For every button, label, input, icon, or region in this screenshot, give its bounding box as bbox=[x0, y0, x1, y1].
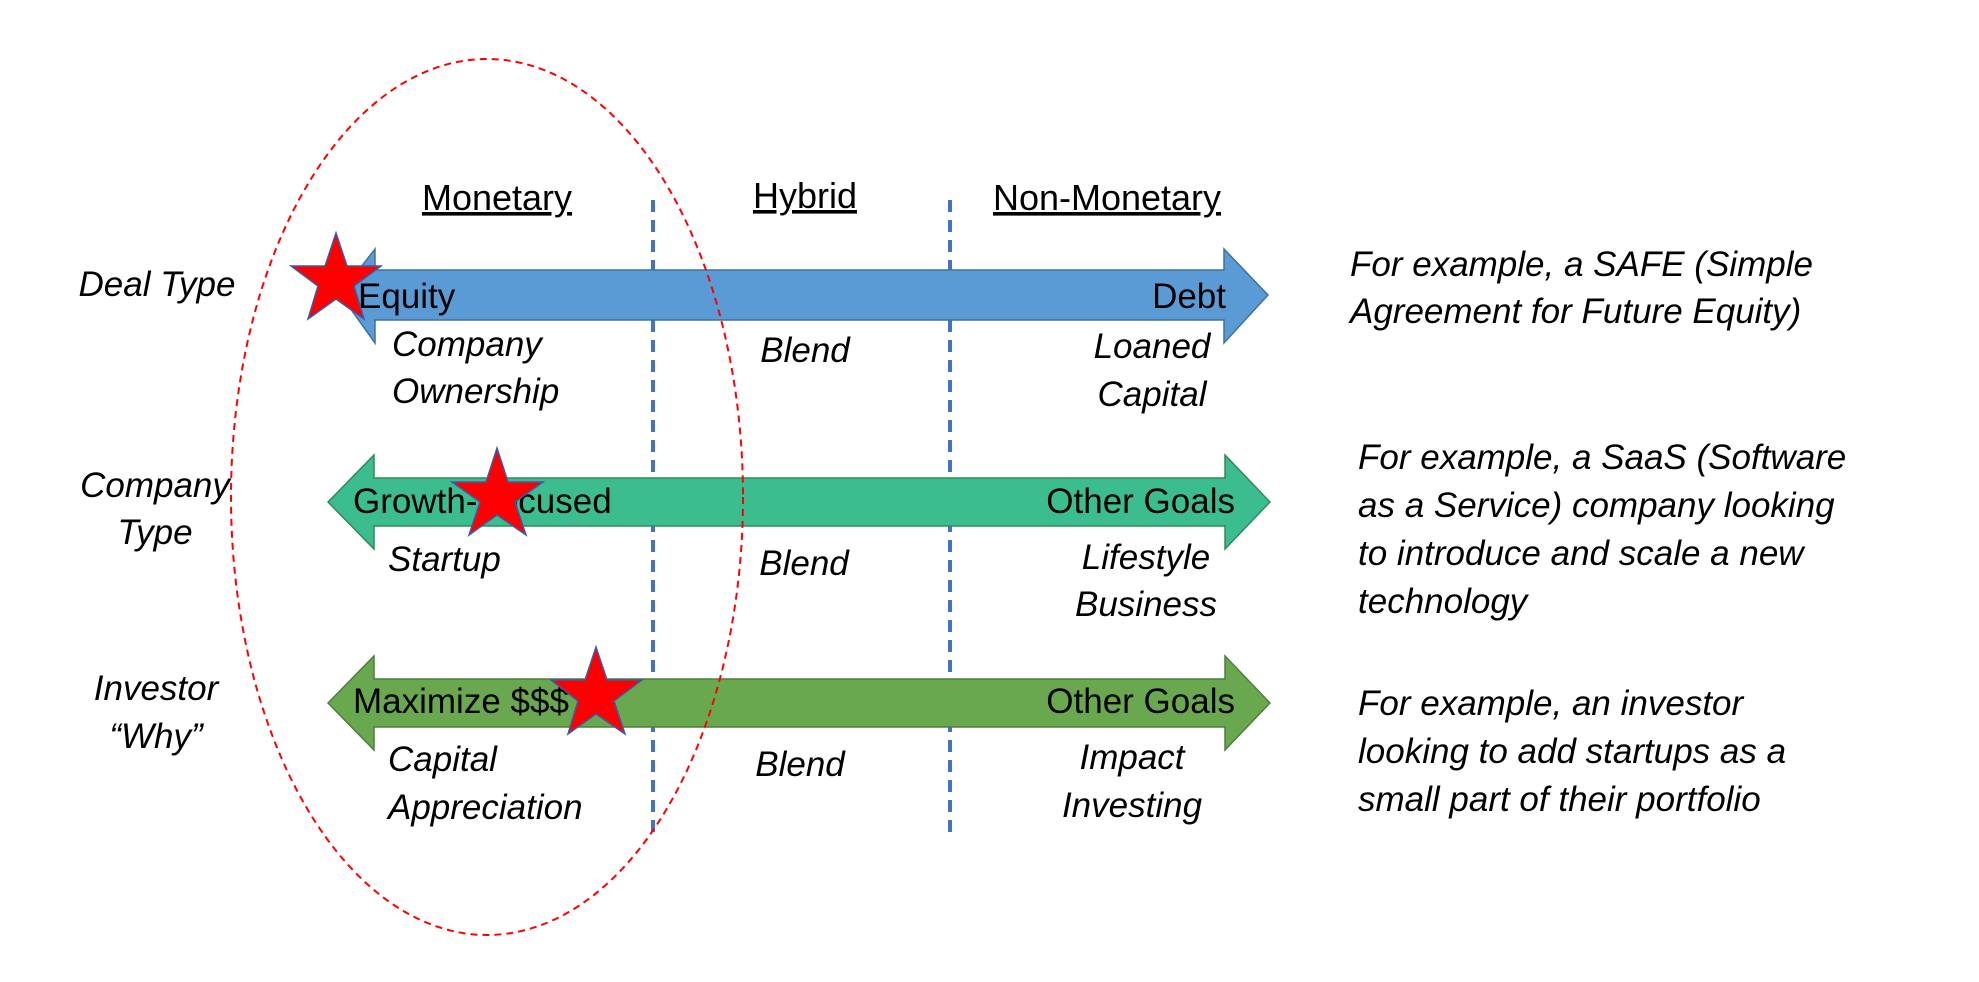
deal-type-left-desc-1: Company bbox=[392, 325, 544, 364]
investor-why-right-desc-2: Investing bbox=[1062, 786, 1203, 825]
company-type-right-label: Other Goals bbox=[1046, 482, 1235, 521]
deal-type-label: Deal Type bbox=[79, 265, 236, 304]
company-type-example-1: For example, a SaaS (Software bbox=[1358, 438, 1846, 477]
deal-type-right-desc-2: Capital bbox=[1098, 375, 1208, 414]
deal-type-left-desc-2: Ownership bbox=[392, 372, 559, 411]
deal-type-right-label: Debt bbox=[1152, 277, 1226, 316]
company-type-example-3: to introduce and scale a new bbox=[1358, 534, 1806, 573]
deal-type-left-label: Equity bbox=[358, 277, 456, 316]
investor-why-right-desc-1: Impact bbox=[1079, 738, 1185, 777]
row-company-type: Growth-Focused Other Goals Company Type … bbox=[80, 438, 1846, 624]
header-monetary: Monetary bbox=[422, 177, 572, 218]
company-type-left-desc: Startup bbox=[388, 540, 501, 579]
deal-type-example-1: For example, a SAFE (Simple bbox=[1350, 245, 1813, 284]
company-type-right-desc-2: Business bbox=[1075, 585, 1217, 624]
star-icon-company-type bbox=[449, 445, 546, 537]
row-deal-type: Equity Debt Deal Type Company Ownership … bbox=[79, 245, 1813, 414]
investor-why-right-label: Other Goals bbox=[1046, 682, 1235, 721]
deal-type-right-desc-1: Loaned bbox=[1094, 327, 1212, 366]
star-icon-investor-why bbox=[548, 644, 645, 736]
company-type-label-1: Company bbox=[80, 466, 232, 505]
row-investor-why: Maximize $$$ Other Goals Investor “Why” … bbox=[94, 654, 1786, 827]
investor-why-mid-desc: Blend bbox=[755, 745, 846, 784]
investor-why-example-1: For example, an investor bbox=[1358, 684, 1745, 723]
deal-type-mid-desc: Blend bbox=[760, 331, 851, 370]
investor-why-label-1: Investor bbox=[94, 669, 220, 708]
star-icon-deal-type bbox=[288, 230, 384, 321]
header-hybrid: Hybrid bbox=[753, 175, 857, 216]
company-type-example-4: technology bbox=[1358, 582, 1530, 621]
company-type-arrow bbox=[326, 453, 1272, 551]
deal-type-example-2: Agreement for Future Equity) bbox=[1348, 292, 1801, 331]
investor-why-label-2: “Why” bbox=[109, 717, 204, 756]
investor-why-left-desc-2: Appreciation bbox=[386, 788, 583, 827]
investor-why-left-desc-1: Capital bbox=[388, 740, 498, 779]
investor-why-example-3: small part of their portfolio bbox=[1358, 780, 1761, 819]
header-non-monetary: Non-Monetary bbox=[993, 177, 1221, 218]
deal-type-arrow-body bbox=[339, 246, 1270, 346]
company-type-right-desc-1: Lifestyle bbox=[1082, 538, 1210, 577]
monetary-highlight-ellipse bbox=[230, 58, 744, 936]
company-type-label-2: Type bbox=[117, 513, 192, 552]
company-type-mid-desc: Blend bbox=[759, 544, 850, 583]
company-type-example-2: as a Service) company looking bbox=[1358, 486, 1835, 525]
investor-why-left-label: Maximize $$$ bbox=[353, 682, 569, 721]
investor-why-example-2: looking to add startups as a bbox=[1358, 732, 1786, 771]
